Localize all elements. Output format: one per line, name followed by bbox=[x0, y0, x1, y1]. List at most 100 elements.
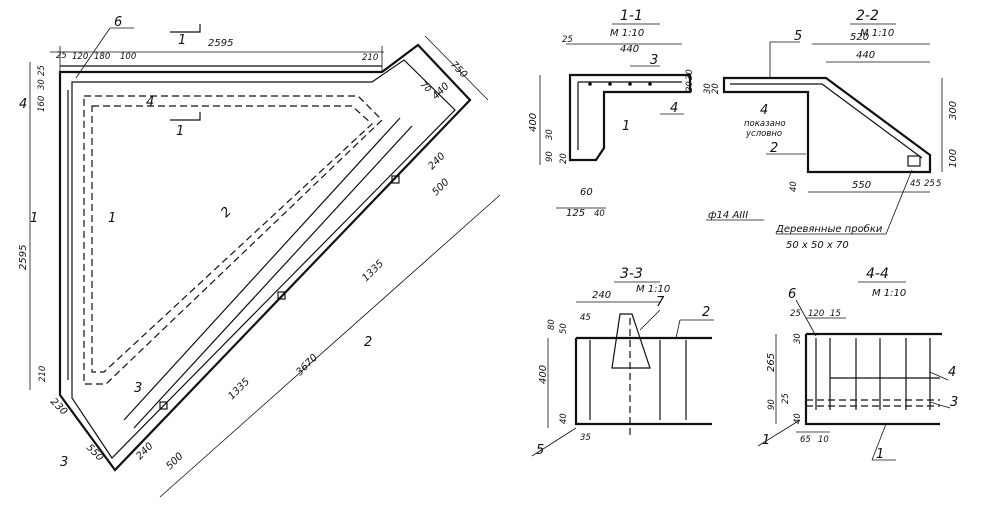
leader bbox=[871, 423, 887, 461]
sec11-outline bbox=[568, 73, 692, 162]
sec33-dim-50: 50 bbox=[559, 323, 569, 334]
sec11-dim-20r: 20 bbox=[685, 81, 695, 92]
sec44-callout-1b: 1 bbox=[876, 447, 884, 462]
sec11-callout-1: 1 bbox=[622, 119, 630, 134]
plan-dashed-outline bbox=[83, 95, 383, 385]
sec22-dim-300: 300 bbox=[948, 101, 959, 120]
sec33-dim-45: 45 bbox=[580, 313, 591, 323]
sec22-callout-2: 2 bbox=[770, 141, 778, 156]
leader bbox=[885, 169, 913, 235]
plan-plug-1 bbox=[391, 175, 400, 184]
dim-210-left: 210 bbox=[38, 366, 48, 382]
plan-plug-2 bbox=[277, 291, 286, 300]
sec11-title: 1-1 bbox=[620, 8, 643, 24]
section-mark-3a: 3 bbox=[134, 381, 142, 396]
sec33-dim-80: 80 bbox=[547, 319, 557, 330]
sec44-dim-25b: 25 bbox=[781, 393, 791, 404]
section-4-4: 4-4 М 1:10 25 120 15 30 265 25 90 40 65 … bbox=[757, 266, 958, 462]
dim-550: 550 bbox=[84, 442, 105, 463]
leader bbox=[639, 309, 661, 331]
sec11-dim-25: 25 bbox=[562, 35, 573, 45]
dim-1335-b: 1335 bbox=[226, 376, 252, 402]
dim-440: 440 bbox=[430, 81, 451, 102]
dim-230: 230 bbox=[48, 396, 69, 417]
plan-dashed-outline-2 bbox=[91, 105, 373, 373]
section-mark-1-mid: 1 bbox=[176, 124, 184, 139]
sec33-outline bbox=[574, 336, 712, 426]
plan-diag-1 bbox=[123, 117, 401, 421]
sec22-title: 2-2 bbox=[856, 8, 879, 24]
leader bbox=[675, 319, 681, 339]
sec44-callout-4: 4 bbox=[948, 365, 956, 380]
sec22-rebar-label: ф14 АIII bbox=[708, 210, 748, 221]
leader bbox=[757, 419, 801, 447]
sec44-scale: М 1:10 bbox=[872, 288, 906, 299]
sec22-dim-40: 40 bbox=[789, 181, 799, 192]
sec11-dim-400: 400 bbox=[528, 113, 539, 132]
sec11-dim-30: 30 bbox=[545, 129, 555, 140]
plan-outer-outline bbox=[58, 43, 472, 472]
dim-70: 70 bbox=[418, 80, 433, 95]
dim-left-2595: 2595 bbox=[18, 245, 29, 270]
sec11-rebar bbox=[577, 81, 682, 150]
sec44-dim-120: 120 bbox=[808, 309, 824, 319]
sec44-title: 4-4 bbox=[866, 266, 889, 282]
sec11-dim-90: 90 bbox=[545, 151, 555, 162]
section-mark-2-mid: 2 bbox=[218, 204, 234, 220]
dim-1335-a: 1335 bbox=[360, 258, 386, 284]
rebar-dot bbox=[588, 82, 592, 86]
dim-750-line bbox=[424, 35, 489, 101]
leader bbox=[531, 427, 577, 457]
sec44-dim-40: 40 bbox=[793, 413, 803, 424]
mark-4-left: 4 bbox=[19, 97, 27, 112]
sec22-dim-100: 100 bbox=[948, 149, 959, 168]
leader bbox=[929, 401, 951, 409]
sec33-title: 3-3 bbox=[620, 266, 643, 282]
sec22-dim-45: 45 bbox=[910, 179, 921, 189]
sec11-dim-30r2: 30 bbox=[703, 83, 713, 94]
sec11-dim-30r: 30 bbox=[685, 69, 695, 80]
sec44-dim-265: 265 bbox=[766, 353, 777, 372]
cut-arrow bbox=[170, 112, 201, 121]
sec33-dim-240: 240 bbox=[592, 290, 611, 301]
sec11-callout-3: 3 bbox=[650, 53, 658, 68]
rebar-dot bbox=[628, 82, 632, 86]
dim-top-2595: 2595 bbox=[208, 38, 233, 49]
sec22-outline bbox=[722, 76, 932, 174]
dim-3670-line bbox=[159, 194, 501, 498]
sec22-dim-5: 5 bbox=[936, 179, 941, 189]
sec44-callout-6: 6 bbox=[788, 287, 796, 302]
dim-3670: 3670 bbox=[294, 352, 320, 378]
section-mark-1-top: 1 bbox=[178, 33, 186, 48]
dim-160: 160 bbox=[37, 96, 47, 112]
sec11-dim-440: 440 bbox=[620, 44, 639, 55]
sec44-dim-90: 90 bbox=[767, 399, 777, 410]
sec22-plugs-size: 50 x 50 x 70 bbox=[786, 240, 849, 251]
dim-500-bottom: 500 bbox=[164, 451, 185, 472]
dim-120: 120 bbox=[72, 52, 88, 62]
plan-view: 2595 25 120 180 100 210 750 70 440 240 5… bbox=[18, 15, 501, 498]
sec11-dim-40: 40 bbox=[594, 209, 605, 219]
sec33-callout-7: 7 bbox=[656, 295, 665, 310]
sec22-scale: М 1:10 bbox=[860, 28, 894, 39]
dim-500-right: 500 bbox=[430, 177, 451, 198]
sec44-dim-15: 15 bbox=[830, 309, 841, 319]
section-mark-1-left: 1 bbox=[30, 211, 38, 226]
dim-25: 25 bbox=[56, 51, 67, 61]
sec11-callout-4: 4 bbox=[670, 101, 678, 116]
section-3-3: 3-3 М 1:10 240 45 80 50 400 40 35 7 2 5 bbox=[531, 266, 714, 458]
sec22-plug bbox=[907, 155, 921, 167]
callout-6: 6 bbox=[114, 15, 122, 30]
sec44-dim-25: 25 bbox=[790, 309, 801, 319]
section-1-1: 1-1 М 1:10 25 440 400 30 90 20 60 125 40… bbox=[528, 8, 721, 219]
sec11-dim-20: 20 bbox=[559, 153, 569, 164]
sec22-callout-4: 4 bbox=[760, 103, 768, 118]
rebar-dot bbox=[608, 82, 612, 86]
sec22-dim-520: 520 bbox=[850, 32, 869, 43]
section-mark-1-left2: 1 bbox=[108, 211, 116, 226]
sec33-callout-2: 2 bbox=[702, 305, 710, 320]
rebar-dot bbox=[648, 82, 652, 86]
leader bbox=[929, 371, 949, 381]
dim-30-left: 30 bbox=[37, 79, 47, 90]
